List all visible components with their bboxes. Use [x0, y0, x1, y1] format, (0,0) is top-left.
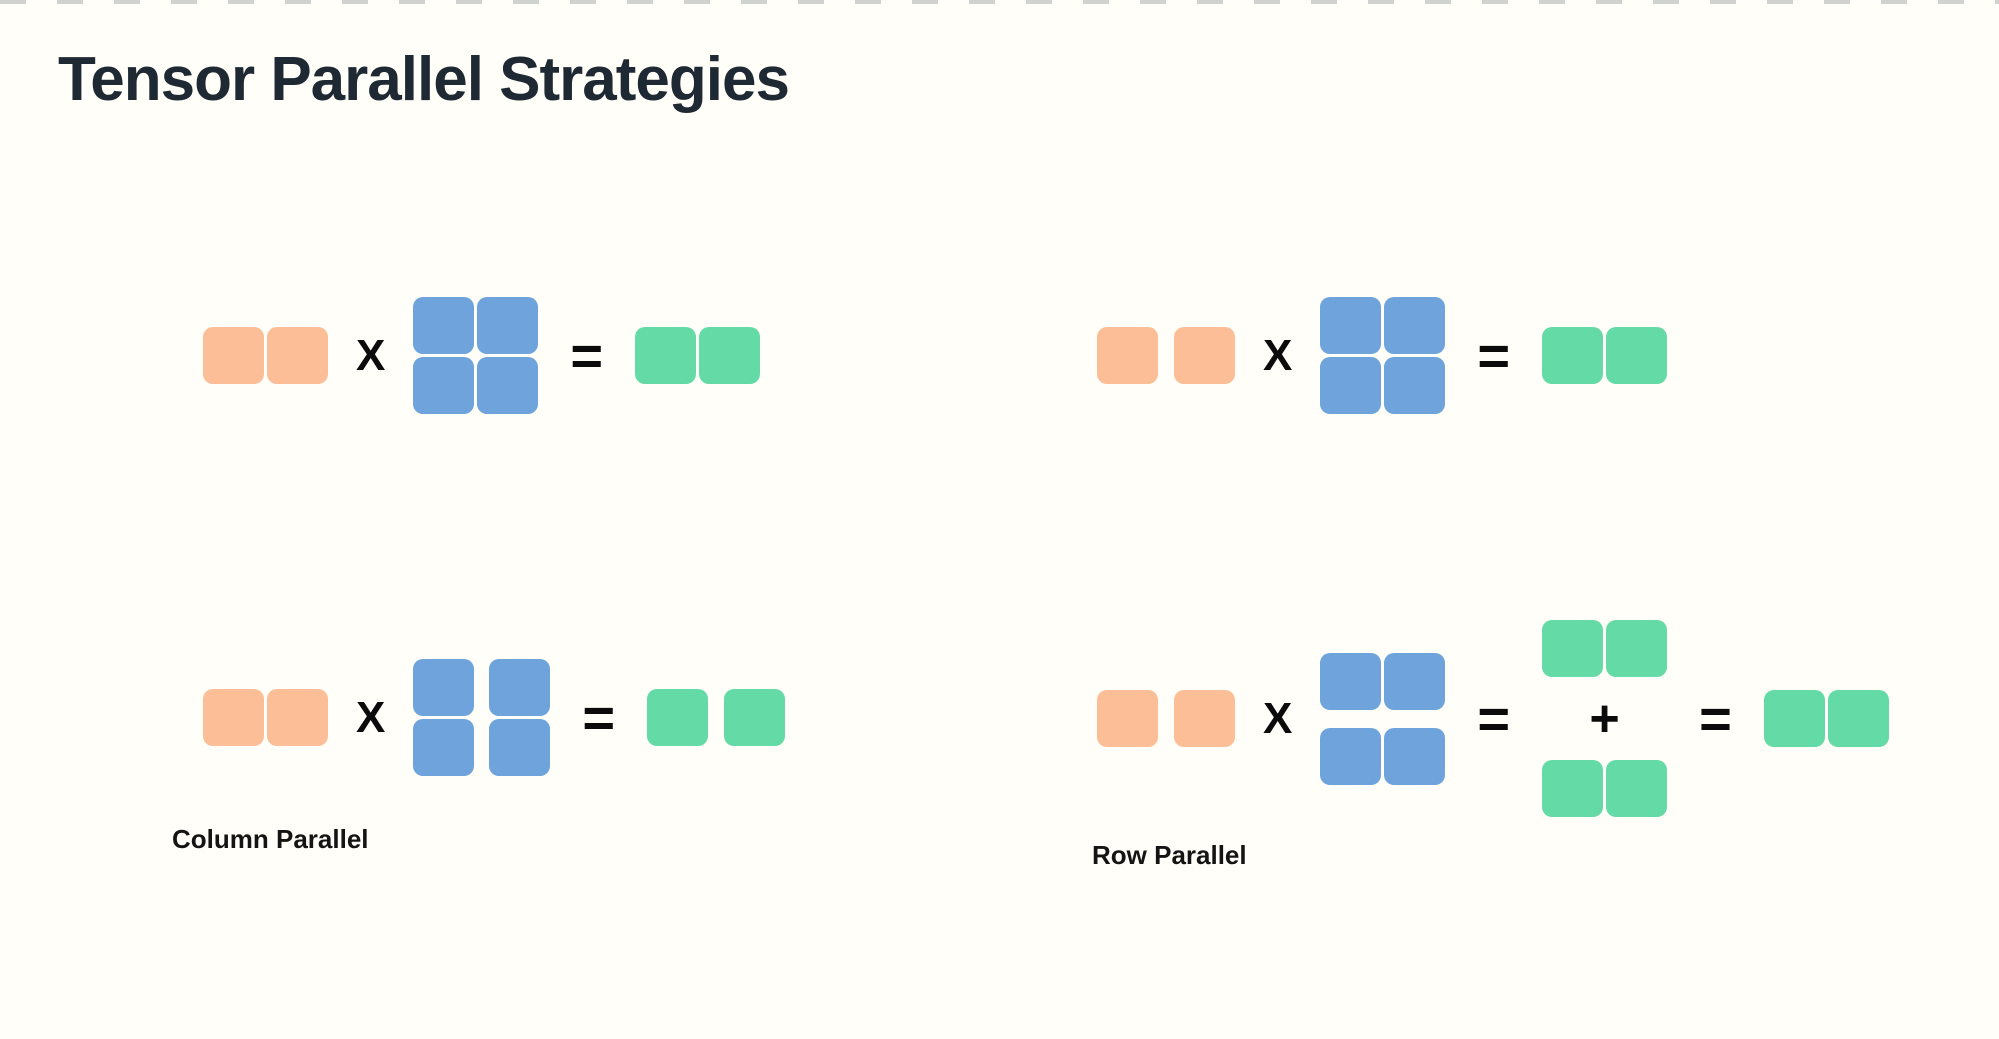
output-vector-green [1763, 690, 1889, 747]
orange-cell [203, 689, 264, 746]
multiply-operator: X [356, 692, 386, 742]
blue-cell [477, 357, 539, 414]
blue-cell [1384, 297, 1446, 354]
output-vector-green [635, 327, 761, 384]
green-cell [1827, 690, 1889, 747]
blue-cell [1384, 652, 1446, 710]
blue-cell [1384, 727, 1446, 785]
orange-cell [1097, 327, 1158, 384]
partial-result-green [1542, 760, 1668, 817]
diagram-top-right: X = [1097, 297, 1668, 414]
green-cell [647, 689, 709, 746]
green-cell [635, 327, 697, 384]
green-cell [1763, 690, 1825, 747]
green-cell [1606, 327, 1668, 384]
equals-operator: = [582, 685, 616, 749]
blue-cell [413, 297, 475, 354]
blue-cell [413, 659, 475, 716]
blue-cell [489, 719, 551, 776]
blue-cell [489, 659, 551, 716]
equals-operator: = [1699, 686, 1732, 750]
equals-operator: = [570, 323, 604, 387]
green-cell [699, 327, 761, 384]
weight-matrix-blue-column-split [413, 659, 551, 776]
blue-cell [413, 719, 475, 776]
output-vector-green [1542, 327, 1668, 384]
weight-matrix-blue [1320, 297, 1446, 414]
green-cell [1542, 760, 1604, 817]
diagram-column-parallel: X = [203, 659, 786, 776]
equals-operator: = [1477, 686, 1511, 750]
blue-cell [477, 297, 539, 354]
diagram-top-left: X = [203, 297, 761, 414]
orange-cell [203, 327, 264, 384]
diagram-row-parallel: X = + = [1097, 620, 1889, 817]
partial-result-green [1542, 620, 1668, 677]
green-cell [724, 689, 786, 746]
input-vector-orange-split [1097, 327, 1235, 384]
blue-cell [1384, 357, 1446, 414]
green-cell [1606, 620, 1668, 677]
blue-cell [413, 357, 475, 414]
row-parallel-label: Row Parallel [1092, 840, 1247, 870]
plus-operator: + [1589, 689, 1620, 748]
top-dashed-border [0, 0, 1999, 4]
orange-cell [1174, 690, 1235, 747]
weight-matrix-blue [413, 297, 539, 414]
green-cell [1542, 327, 1604, 384]
multiply-operator: X [1263, 330, 1293, 380]
equals-operator: = [1477, 323, 1511, 387]
column-parallel-label: Column Parallel [172, 824, 369, 854]
input-vector-orange [203, 327, 328, 384]
orange-cell [1174, 327, 1235, 384]
multiply-operator: X [356, 330, 386, 380]
page-title: Tensor Parallel Strategies [58, 45, 790, 114]
input-vector-orange [203, 689, 328, 746]
blue-cell [1320, 297, 1382, 354]
input-vector-orange-split [1097, 690, 1235, 747]
multiply-operator: X [1263, 693, 1293, 743]
orange-cell [267, 689, 328, 746]
output-vector-green-split [647, 689, 786, 746]
orange-cell [1097, 690, 1158, 747]
blue-cell [1320, 357, 1382, 414]
green-cell [1606, 760, 1668, 817]
weight-matrix-blue-row-split [1320, 652, 1446, 785]
partial-sums-green-stack: + [1542, 620, 1668, 817]
blue-cell [1320, 652, 1382, 710]
green-cell [1542, 620, 1604, 677]
blue-cell [1320, 727, 1382, 785]
orange-cell [267, 327, 328, 384]
